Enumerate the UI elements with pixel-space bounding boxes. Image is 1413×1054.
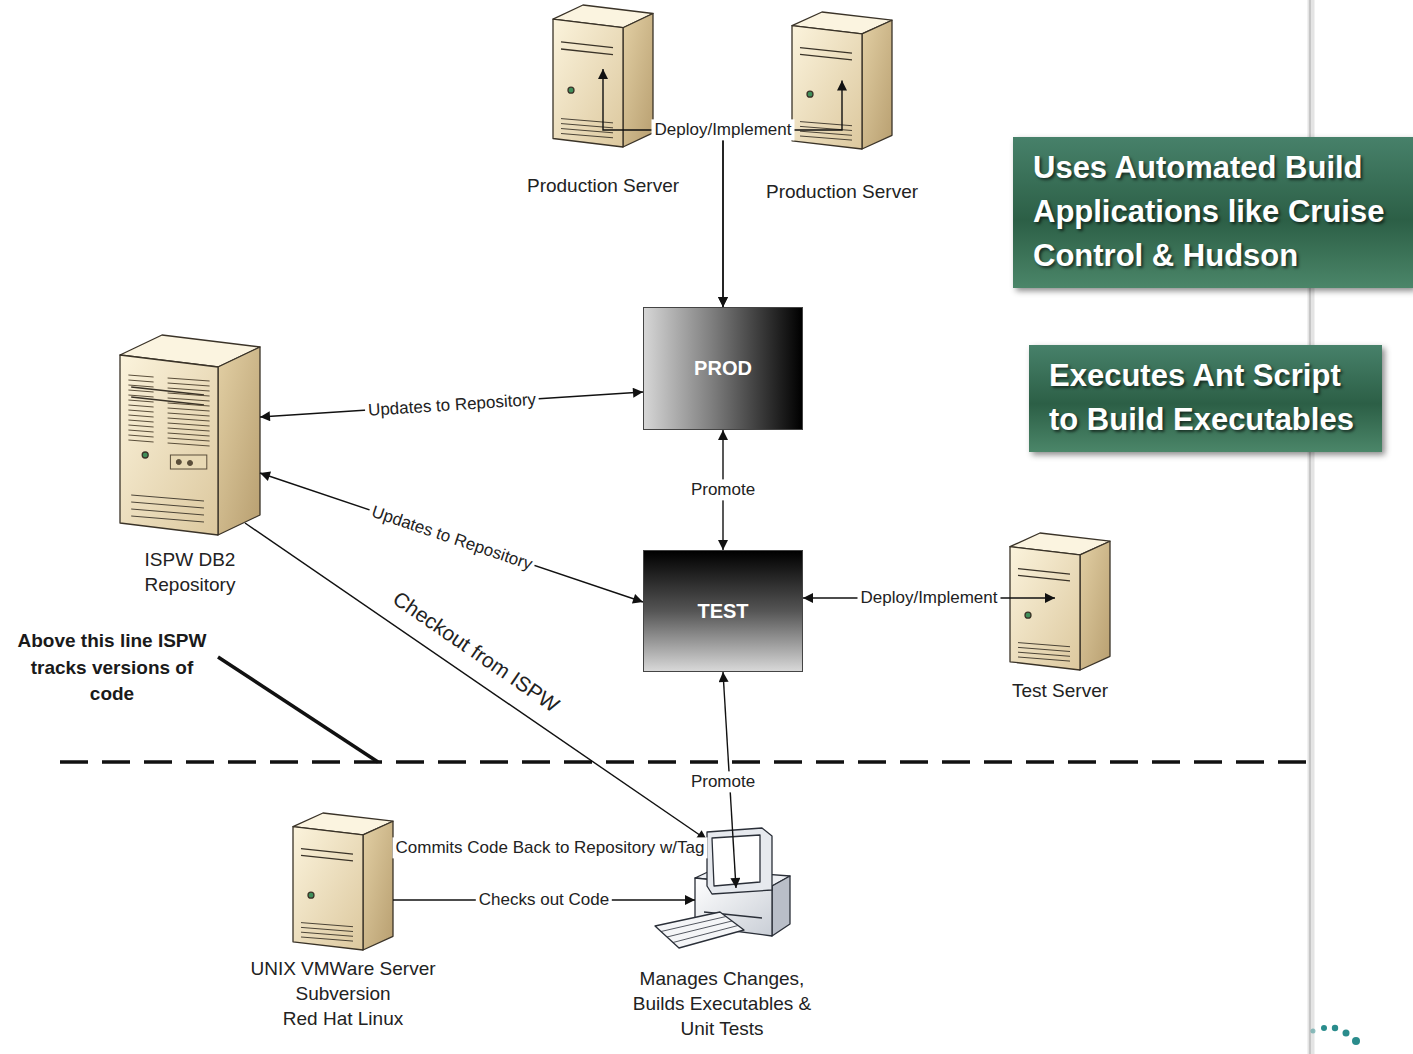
connector-label: Checkout from ISPW <box>385 584 566 720</box>
node-text: TEST <box>697 600 748 623</box>
icon-group <box>120 5 1110 950</box>
server-icon <box>293 813 393 950</box>
connector-label: Promote <box>688 479 758 500</box>
icon-slot <box>1010 533 1110 670</box>
leader-line <box>218 657 378 762</box>
connector-label: Updates to Repository <box>364 388 539 421</box>
repository-detail <box>128 375 209 469</box>
callout-box: Uses Automated Build Applications like C… <box>1013 137 1413 288</box>
node-label: Production Server <box>742 179 942 204</box>
icon-slot <box>792 12 892 149</box>
node-label: ISPW DB2 Repository <box>134 547 246 597</box>
callout-box: Executes Ant Script to Build Executables <box>1029 345 1382 452</box>
connector-arrow <box>260 473 643 602</box>
node-label: Test Server <box>990 678 1130 703</box>
server-node: Test Server <box>990 533 1130 703</box>
icon-slot <box>293 813 393 950</box>
connector-arrow <box>245 523 707 840</box>
icon-slot <box>120 335 260 535</box>
server-node: Production Server <box>503 5 703 198</box>
server-node: Production Server <box>742 12 942 204</box>
repository-node: ISPW DB2 Repository <box>115 335 265 597</box>
node-label: Production Server <box>503 173 703 198</box>
node-text: Uses Automated Build Applications like C… <box>1033 146 1393 278</box>
node-label: Manages Changes, Builds Executables & Un… <box>624 966 820 1041</box>
tracking-divider <box>60 760 1310 764</box>
connector-label: Commits Code Back to Repository w/Tag <box>393 837 708 858</box>
logo-dots <box>1311 1025 1361 1045</box>
connector-label: Deploy/Implement <box>651 119 794 140</box>
connector-label: Updates to Repository <box>366 500 538 576</box>
node-label: UNIX VMWare Server <box>228 956 458 981</box>
node-text: Executes Ant Script to Build Executables <box>1049 354 1362 442</box>
server-icon <box>120 335 260 535</box>
stage-box: PROD <box>643 307 803 430</box>
node-label: Red Hat Linux <box>228 1006 458 1031</box>
stage-box: TEST <box>643 550 803 672</box>
connector-label: Checks out Code <box>476 889 612 910</box>
node-text: PROD <box>694 357 752 380</box>
icon-slot <box>553 5 653 147</box>
connector-label: Deploy/Implement <box>857 587 1000 608</box>
connector-label: Promote <box>688 771 758 792</box>
node-label: Subversion <box>228 981 458 1006</box>
server-icon <box>1010 533 1110 670</box>
note-label: Above this line ISPW tracks versions of … <box>17 628 207 708</box>
